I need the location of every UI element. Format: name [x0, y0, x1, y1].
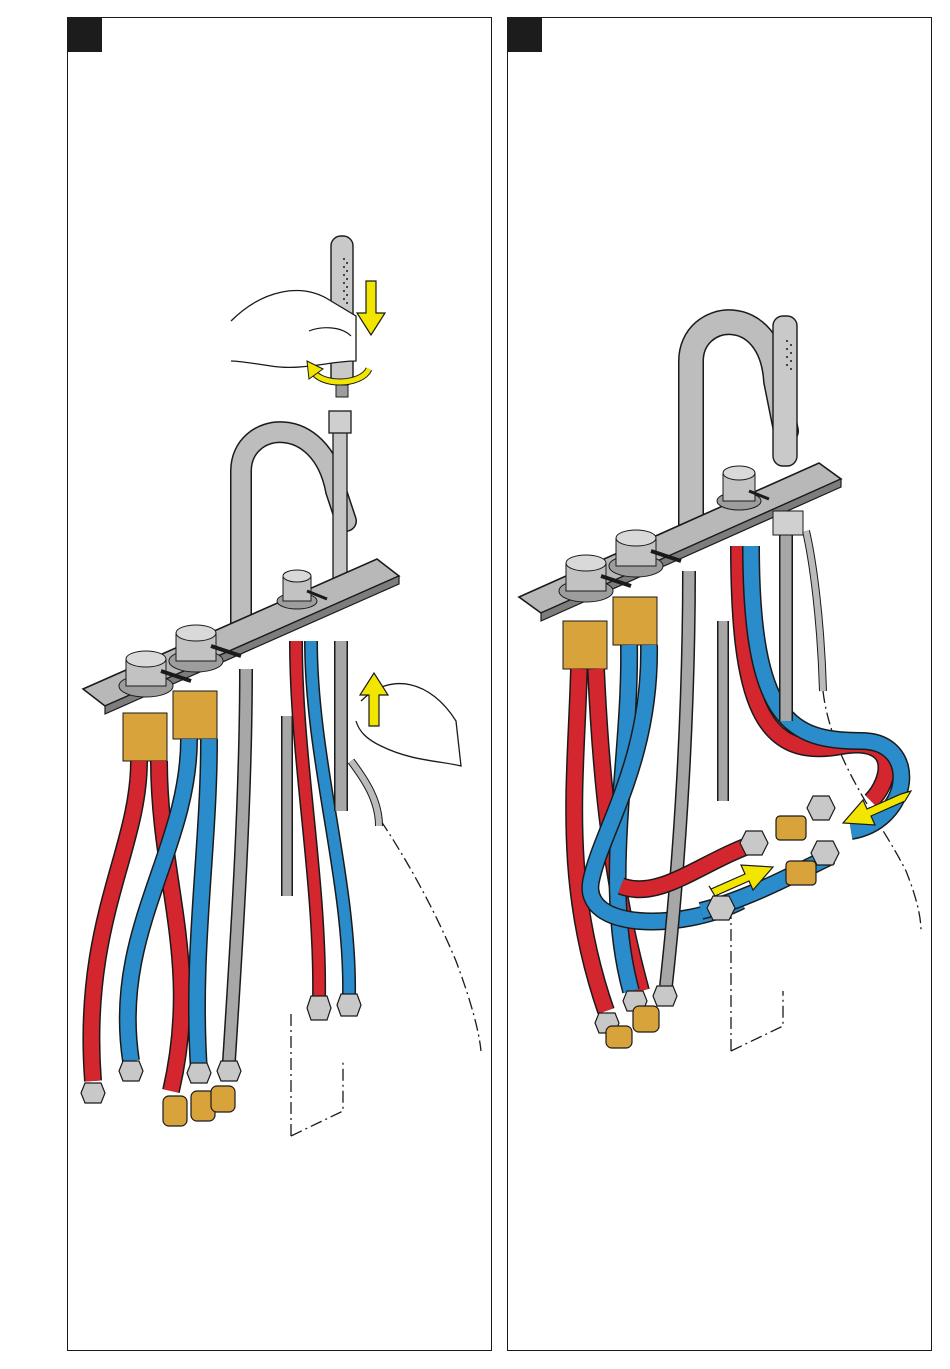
handshower-rod: [333, 419, 347, 579]
cold-water-hose: [197, 739, 209, 1071]
faucet-install-illustration-left: [68, 18, 493, 1352]
brass-valve-body: [563, 621, 607, 669]
yellow-arrow-down-icon: [357, 281, 385, 335]
hose-connection-illustration-right: [508, 18, 933, 1352]
brass-elbow-fittings: [606, 1006, 659, 1048]
dashed-hose-path: [381, 821, 481, 1051]
brass-valve-body: [173, 691, 217, 739]
hose-connector: [773, 511, 803, 535]
instruction-panel-right: [507, 17, 932, 1351]
dashed-guide-line: [291, 1011, 343, 1136]
instruction-panel-left: [67, 17, 492, 1351]
brass-valve-body: [123, 713, 167, 761]
brass-valve-body: [613, 597, 657, 645]
handshower: [773, 316, 797, 466]
brass-elbow-fittings: [163, 1086, 235, 1126]
braided-hose: [229, 669, 246, 1061]
